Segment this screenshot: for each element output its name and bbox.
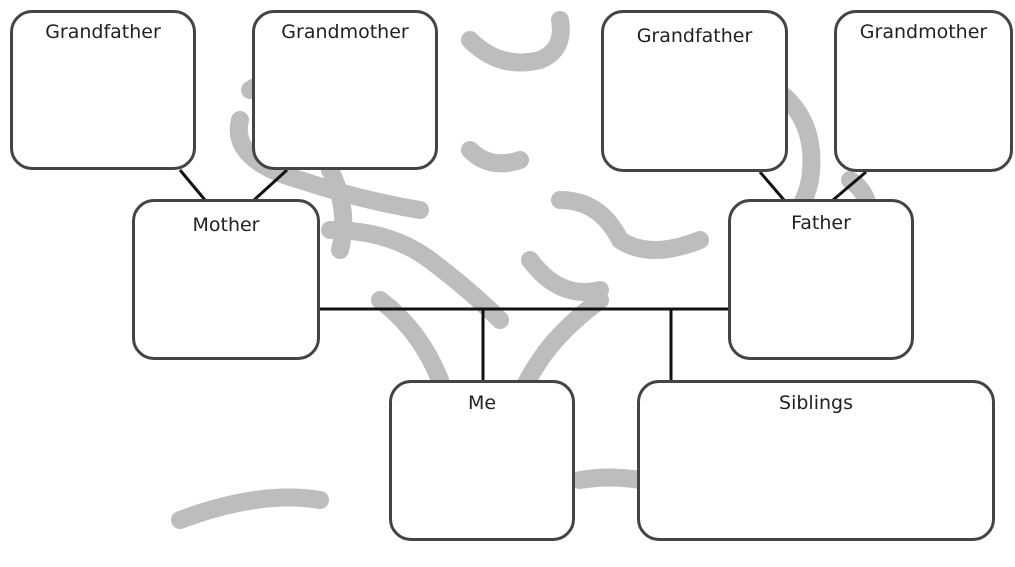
father-box: Father	[728, 199, 914, 360]
siblings-label: Siblings	[779, 392, 853, 414]
mother-box: Mother	[132, 199, 320, 360]
paternal-grandfather-box: Grandfather	[601, 10, 788, 172]
connector-grandmother-father	[832, 170, 867, 202]
paternal-grandmother-label: Grandmother	[859, 21, 988, 43]
maternal-grandfather-box: Grandfather	[10, 10, 196, 170]
connector-grandfather-father	[758, 171, 786, 201]
connector-grandmother-mother	[252, 168, 289, 202]
tree-branches	[171, 11, 877, 529]
maternal-grandfather-label: Grandfather	[45, 21, 161, 43]
maternal-grandmother-label: Grandmother	[281, 21, 409, 43]
father-label: Father	[791, 212, 851, 234]
me-label: Me	[467, 392, 497, 414]
mother-label: Mother	[192, 214, 260, 236]
paternal-grandmother-box: Grandmother	[834, 10, 1013, 172]
connector-grandfather-mother	[178, 169, 207, 201]
siblings-box: Siblings	[637, 380, 995, 541]
maternal-grandmother-box: Grandmother	[252, 10, 438, 170]
paternal-grandfather-label: Grandfather	[636, 25, 753, 47]
me-box: Me	[389, 380, 575, 541]
